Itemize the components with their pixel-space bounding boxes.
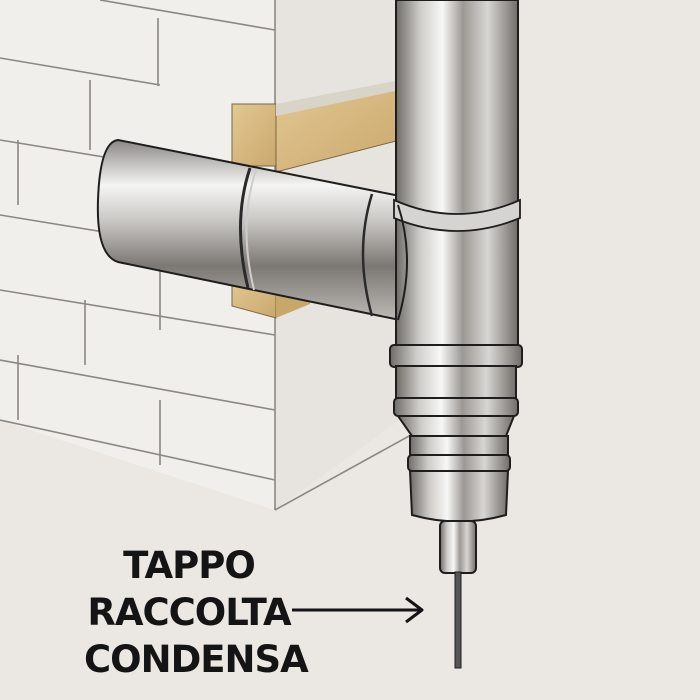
label-line-2: RACCOLTA xyxy=(87,591,291,634)
label-line-3: CONDENSA xyxy=(84,638,309,681)
horizontal-flue-pipe xyxy=(96,138,401,322)
condensate-cap xyxy=(389,344,523,574)
condensate-cap-label: TAPPO RACCOLTA CONDENSA xyxy=(84,542,309,683)
vertical-flue-pipe xyxy=(393,0,521,361)
callout-arrow xyxy=(292,596,424,624)
label-line-1: TAPPO xyxy=(123,544,256,587)
drain-rod xyxy=(454,571,462,669)
wooden-support-bracket xyxy=(231,80,401,319)
